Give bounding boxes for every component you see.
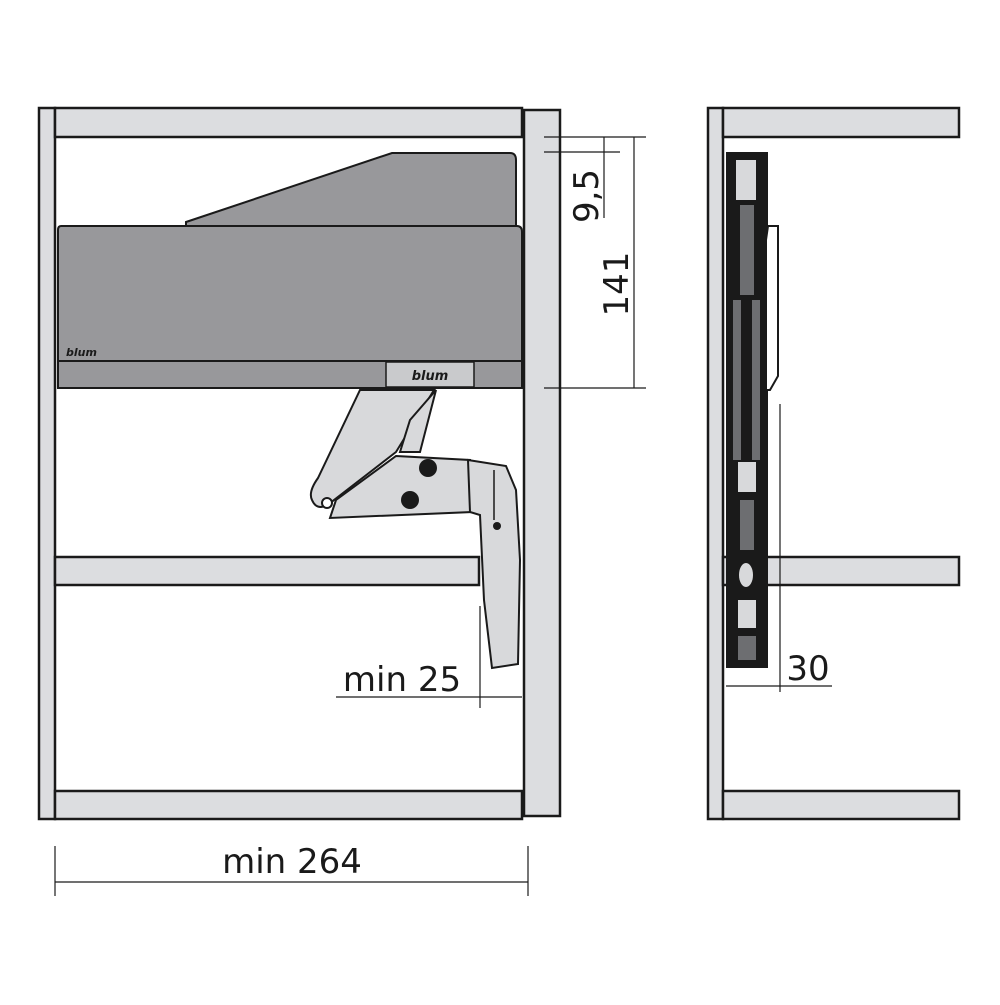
side-view-top-panel: [721, 106, 961, 139]
left-side-panel: [37, 106, 57, 821]
mechanism-housing: [57, 225, 523, 389]
small-logo-text: blum: [66, 346, 97, 359]
side-detail-rail-right: [752, 300, 760, 460]
hinge-bolt-upper: [419, 459, 437, 477]
middle-shelf: [53, 555, 481, 587]
logo-plate-text: blum: [412, 369, 449, 384]
side-flap-profile: [765, 225, 779, 391]
dim-label-141: 141: [597, 252, 637, 317]
door-bracket: [466, 458, 522, 670]
side-detail-oval: [739, 563, 753, 587]
side-detail-lower-block: [738, 600, 756, 628]
lever-arm: [309, 389, 436, 508]
dimension-30-group: 30: [726, 404, 832, 692]
dim-label-9-5: 9,5: [567, 169, 607, 223]
front-view: blum blum 9,5 141 min 25: [37, 106, 646, 896]
side-detail-middle: [738, 462, 756, 492]
side-detail-lower-slot: [740, 500, 754, 550]
side-view: 30: [706, 106, 961, 821]
side-view-bottom-panel: [721, 789, 961, 821]
side-detail-bottom: [738, 636, 756, 660]
side-view-vertical-panel: [706, 106, 725, 821]
dimension-min-264-group: min 264: [54, 842, 529, 896]
bottom-panel: [53, 789, 524, 821]
dim-label-min-264: min 264: [222, 842, 362, 882]
small-brand-logo: blum: [66, 346, 97, 359]
dim-label-min-25: min 25: [343, 660, 461, 700]
side-detail-rail-left: [733, 300, 741, 460]
logo-plate: [385, 361, 475, 388]
side-detail-upper-slot: [740, 205, 754, 295]
mechanism-upper-housing: [185, 152, 517, 227]
arm-pivot: [321, 497, 333, 509]
hinge-plate: [328, 454, 474, 520]
dim-label-30: 30: [786, 649, 829, 689]
lever-arm-inner: [398, 389, 437, 453]
dimension-min-25-group: min 25: [336, 606, 522, 708]
top-panel: [53, 106, 524, 139]
front-door-panel: [522, 108, 562, 818]
dimension-141-group: 9,5 141: [544, 136, 646, 389]
side-detail-top: [736, 160, 756, 200]
bracket-screw: [493, 522, 501, 530]
hinge-bolt-lower: [401, 491, 419, 509]
